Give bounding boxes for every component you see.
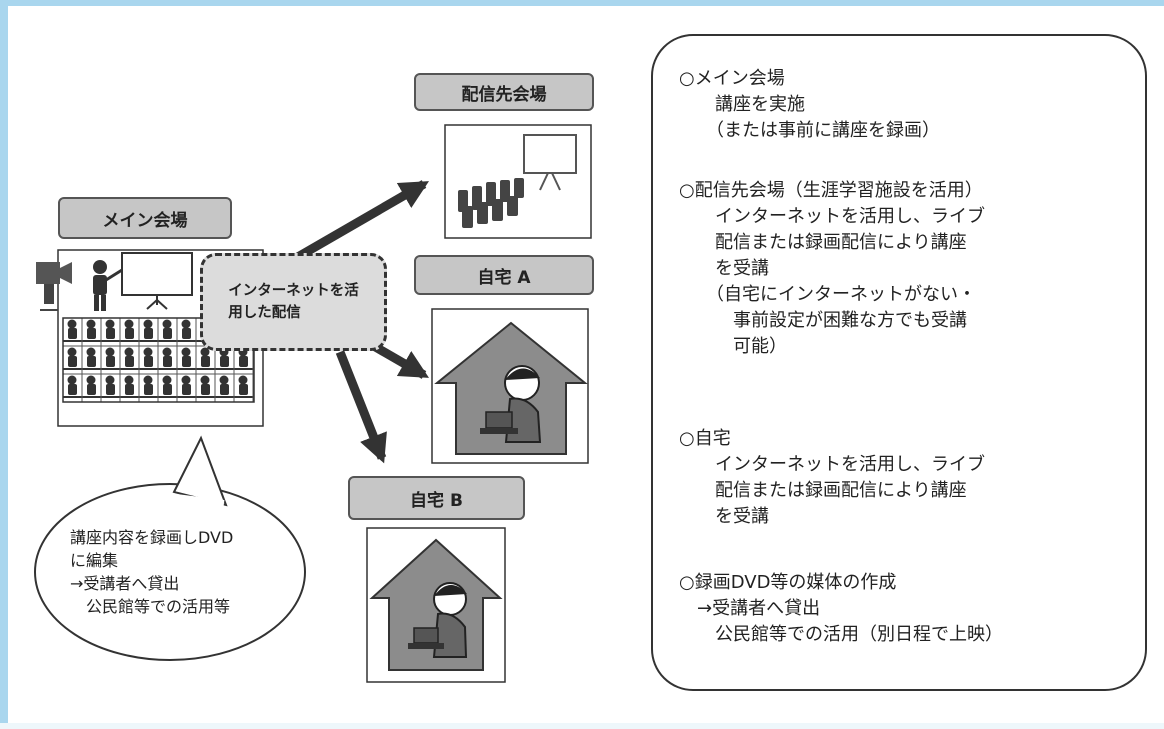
internet-distribution-text: インターネットを活 用した配信 (228, 283, 359, 321)
remote-venue-illustration (444, 124, 592, 239)
remote-venue-label: 配信先会場 (414, 73, 594, 111)
info-panel: ○メイン会場 講座を実施 （または事前に講座を録画） ○配信先会場（生涯学習施設… (651, 34, 1147, 691)
screen-icon (121, 252, 193, 310)
home-a-label: 自宅 A (414, 255, 594, 295)
info-heading: ○配信先会場（生涯学習施設を活用） (679, 180, 983, 201)
remote-venue-label-text: 配信先会場 (461, 84, 547, 105)
info-heading: ○メイン会場 (679, 68, 785, 89)
info-heading: ○録画DVD等の媒体の作成 (679, 572, 897, 593)
home-a-label-text: 自宅 A (477, 267, 531, 288)
bottom-border (0, 723, 1164, 729)
info-body: 講座を実施 （または事前に講座を録画） (714, 94, 940, 141)
top-border (0, 0, 1164, 6)
bubble-text: 講座内容を録画しDVD に編集 →受講者へ貸出 公民館等での活用等 (70, 528, 234, 616)
info-body: インターネットを活用し、ライブ 配信または録画配信により講座 を受講 (714, 454, 985, 527)
main-venue-label-text: メイン会場 (102, 210, 188, 231)
internet-distribution-box: インターネットを活 用した配信 (200, 253, 387, 351)
info-body: →受講者へ貸出 公民館等での活用（別日程で上映） (696, 598, 1003, 645)
arrow-to-remote-venue (293, 180, 429, 262)
arrow-to-home-a (369, 341, 429, 379)
info-section-home: ○自宅 インターネットを活用し、ライブ 配信または録画配信により講座 を受講 (679, 426, 1139, 530)
info-body: インターネットを活用し、ライブ 配信または録画配信により講座 を受講 （自宅にイ… (714, 206, 985, 357)
speech-bubble (34, 435, 306, 661)
home-b-illustration (366, 527, 506, 683)
main-venue-label: メイン会場 (58, 197, 232, 239)
arrow-to-home-b (335, 350, 387, 464)
camera-icon (36, 262, 72, 311)
home-b-label: 自宅 B (348, 476, 525, 520)
home-a-illustration (431, 308, 589, 464)
info-section-remote-venue: ○配信先会場（生涯学習施設を活用） インターネットを活用し、ライブ 配信または録… (679, 178, 1139, 360)
info-section-dvd: ○録画DVD等の媒体の作成 →受講者へ貸出 公民館等での活用（別日程で上映） (679, 570, 1139, 648)
info-section-main-venue: ○メイン会場 講座を実施 （または事前に講座を録画） (679, 66, 1139, 144)
home-b-label-text: 自宅 B (410, 490, 463, 511)
lecturer-icon (93, 260, 123, 311)
left-border (0, 0, 8, 729)
info-heading: ○自宅 (679, 428, 731, 449)
